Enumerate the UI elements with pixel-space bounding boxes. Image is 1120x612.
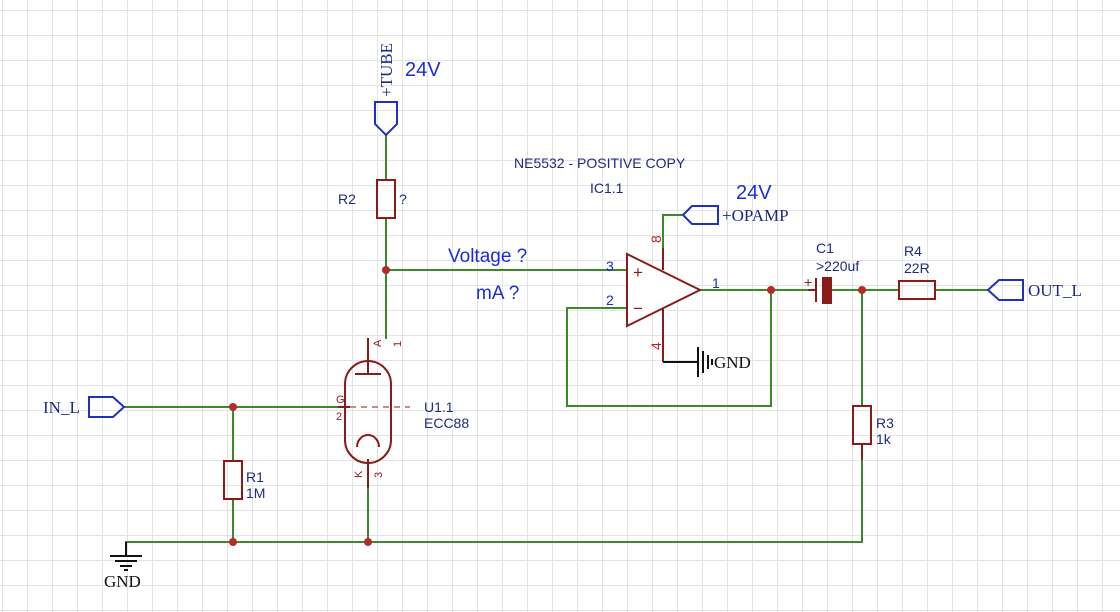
ground-symbol-opamp: GND	[663, 347, 751, 377]
opamp-minus-sign: −	[633, 299, 643, 318]
r2-ref: R2	[338, 191, 356, 207]
current-question: mA ?	[476, 283, 519, 304]
tube-pin-3: 3	[373, 472, 385, 478]
opamp-pin4: 4	[648, 342, 664, 350]
opamp-plus-sign: +	[633, 263, 643, 282]
tube-pin-a: A	[372, 339, 384, 347]
junction-anode	[382, 266, 390, 274]
ground-label-main: GND	[104, 572, 141, 591]
r4-value: 22R	[904, 260, 930, 276]
ground-symbol-main: GND	[104, 542, 142, 591]
junction-cathode-gnd	[364, 538, 372, 546]
r4-ref: R4	[904, 243, 922, 259]
junction-r1-gnd	[229, 538, 237, 546]
opamp-pin3: 3	[606, 258, 614, 274]
r3-value: 1k	[876, 431, 892, 447]
r2-value: ?	[399, 191, 407, 207]
resistor-r3[interactable]: R3 1k	[852, 405, 894, 460]
c1-ref: C1	[816, 240, 834, 256]
opamp-pin1: 1	[712, 275, 720, 291]
tube-pin-1: 1	[392, 341, 404, 347]
tube-ref: U1.1	[424, 399, 454, 415]
resistor-r2-body	[376, 179, 396, 219]
wire-opamp-vcc[interactable]	[662, 214, 684, 249]
junctions	[229, 266, 866, 546]
tube-value: ECC88	[424, 415, 469, 431]
output-flag[interactable]: OUT_L	[986, 279, 1082, 301]
tube-pin-g: G	[336, 394, 345, 406]
junction-grid	[229, 403, 237, 411]
c1-value: >220uf	[816, 258, 859, 274]
tube-cathode	[356, 434, 380, 448]
junction-opamp-out	[767, 286, 775, 294]
opamp-voltage-annotation: 24V	[736, 182, 772, 204]
tube-pin-k: K	[353, 470, 365, 478]
r3-ref: R3	[876, 415, 894, 431]
resistor-r3-body	[852, 405, 872, 445]
r1-ref: R1	[246, 469, 264, 485]
tube-voltage-annotation: 24V	[405, 59, 441, 81]
tube-supply-flag[interactable]: +TUBE	[374, 43, 398, 137]
resistor-r1-body	[223, 460, 243, 500]
input-flag[interactable]: IN_L	[43, 396, 126, 418]
opamp-value: NE5532 - POSITIVE COPY	[514, 155, 686, 171]
opamp-supply-flag[interactable]: +OPAMP	[681, 205, 789, 225]
resistor-r2[interactable]: R2 ?	[338, 179, 407, 219]
capacitor-c1-polarity: +	[804, 274, 812, 290]
output-label: OUT_L	[1028, 281, 1082, 300]
opamp-pin2: 2	[606, 292, 614, 308]
capacitor-c1[interactable]: + C1 >220uf	[804, 240, 859, 304]
opamp-supply-label: +OPAMP	[722, 206, 789, 225]
capacitor-c1-plate-neg	[822, 277, 832, 304]
wire-feedback[interactable]	[566, 289, 772, 407]
tube-u1[interactable]: A 1 G 2 K 3 U1.1 ECC88	[336, 338, 469, 488]
ground-label-opamp: GND	[714, 353, 751, 372]
power-flag-icon-opamp	[681, 205, 719, 225]
resistor-r4[interactable]: R4 22R	[898, 243, 936, 300]
opamp-pin8: 8	[648, 235, 664, 243]
tube-supply-label: +TUBE	[377, 43, 396, 97]
input-label: IN_L	[43, 398, 80, 417]
power-flag-icon	[374, 101, 398, 137]
junction-output	[858, 286, 866, 294]
tube-envelope	[344, 360, 392, 464]
opamp-ref: IC1.1	[590, 180, 624, 196]
resistor-r4-body	[898, 280, 936, 300]
resistor-r1[interactable]: R1 1M	[223, 460, 265, 501]
r1-value: 1M	[246, 485, 265, 501]
voltage-question: Voltage ?	[448, 246, 527, 267]
opamp-triangle	[626, 252, 703, 328]
wire-ground-bus[interactable]	[125, 459, 863, 543]
output-port-icon	[986, 279, 1024, 301]
opamp-ic1[interactable]: NE5532 - POSITIVE COPY IC1.1 + − 3 2 1 8…	[514, 155, 720, 362]
tube-pin-2: 2	[336, 411, 342, 423]
input-port-icon	[88, 396, 126, 418]
